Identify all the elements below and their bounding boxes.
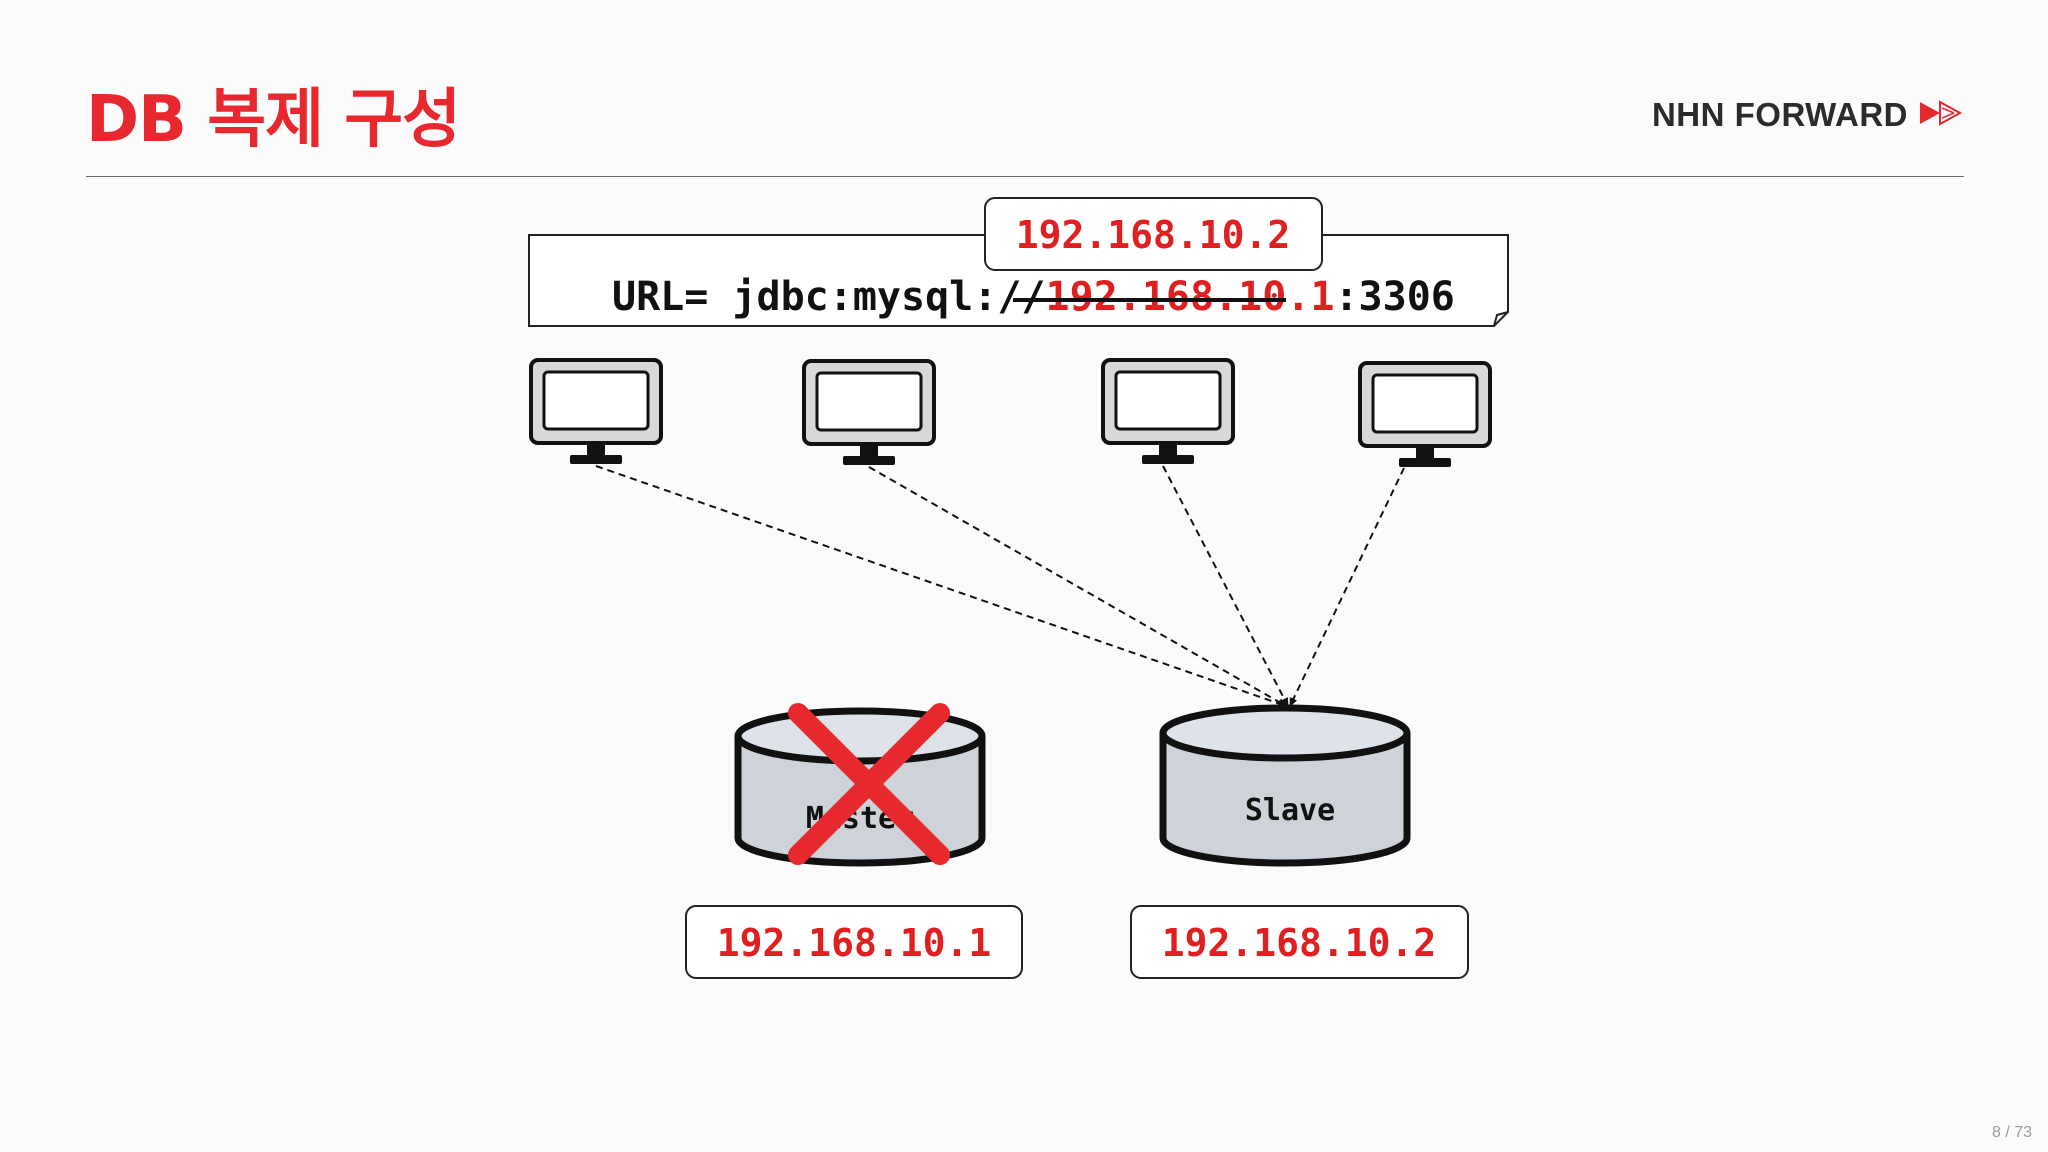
connection-line-3 <box>1162 465 1289 707</box>
monitor-icon <box>1358 361 1492 467</box>
master-database: Master <box>734 703 986 867</box>
client-monitor-2 <box>802 359 936 465</box>
master-ip-box: 192.168.10.1 <box>685 905 1023 979</box>
url-text: URL= jdbc:mysql://192.168.10.1:3306 <box>612 274 1455 320</box>
url-port: :3306 <box>1334 274 1454 320</box>
connection-lines <box>595 465 1405 708</box>
new-ip-callout: 192.168.10.2 <box>984 197 1323 271</box>
connection-line-4 <box>1289 467 1405 707</box>
database-cylinder-icon <box>1159 704 1411 867</box>
monitor-icon <box>529 358 663 464</box>
connection-line-1 <box>595 465 1287 708</box>
brand-logo: NHN FORWARD <box>1652 96 1964 134</box>
master-ip: 192.168.10.1 <box>717 921 992 965</box>
client-monitor-1 <box>529 358 663 464</box>
slide-title: DB 복제 구성 <box>86 83 461 157</box>
url-old-ip: 192.168.10.1 <box>1045 274 1334 320</box>
brand-name: NHN FORWARD <box>1651 96 1908 133</box>
monitor-icon <box>1101 358 1235 464</box>
double-play-arrow-icon <box>1918 99 1964 131</box>
title-divider <box>86 176 1964 177</box>
client-monitor-4 <box>1358 361 1492 467</box>
monitor-icon <box>802 359 936 465</box>
slave-database: Slave <box>1159 704 1411 867</box>
slave-label: Slave <box>1245 793 1335 828</box>
slave-ip: 192.168.10.2 <box>1162 921 1437 965</box>
x-mark-icon <box>788 703 950 865</box>
client-monitor-3 <box>1101 358 1235 464</box>
new-ip-label: 192.168.10.2 <box>1016 213 1291 257</box>
slave-ip-box: 192.168.10.2 <box>1130 905 1469 979</box>
page-number: 8 / 73 <box>1991 1124 2032 1141</box>
url-prefix: URL= jdbc:mysql:// <box>612 274 1045 320</box>
connection-line-2 <box>868 466 1287 707</box>
